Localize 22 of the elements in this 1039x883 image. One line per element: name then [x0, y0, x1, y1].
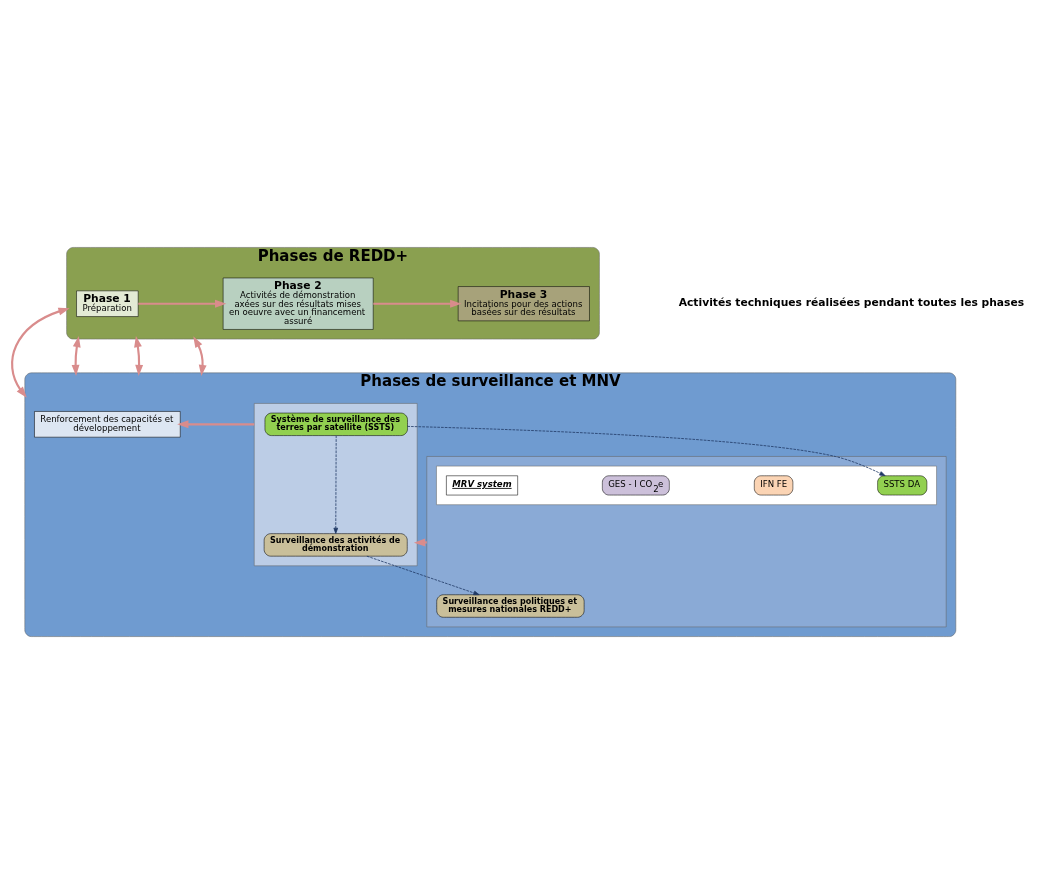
node-box: Phase 3 Incitations pour des actions basées sur des résultats [457, 285, 590, 321]
arrow [137, 299, 226, 308]
node-box: MRV system [445, 475, 518, 495]
node-box: Renforcement des capacités et développement [33, 410, 180, 437]
arrow [372, 299, 461, 308]
node-box: Phase 1 Préparation [75, 290, 138, 317]
label: Activités techniques réalisées pendant toutes les phases [678, 295, 1024, 309]
node-box: Phase 2 Activités de démonstration axées sur des résultats mises en oeuvre avec un financement assuré [222, 277, 373, 330]
cluster [435, 465, 937, 505]
node-box: SSTS DA [876, 475, 927, 495]
arrow [133, 335, 143, 376]
node-box: IFN FE [753, 475, 793, 495]
arrow [192, 335, 207, 376]
cluster [253, 402, 417, 566]
arrow [333, 434, 338, 534]
arrow [413, 538, 427, 546]
arrow [71, 335, 81, 376]
arrow [406, 425, 886, 476]
arrow [176, 419, 254, 428]
arrow [10, 307, 70, 398]
cluster [426, 455, 946, 627]
arrow [366, 555, 480, 595]
